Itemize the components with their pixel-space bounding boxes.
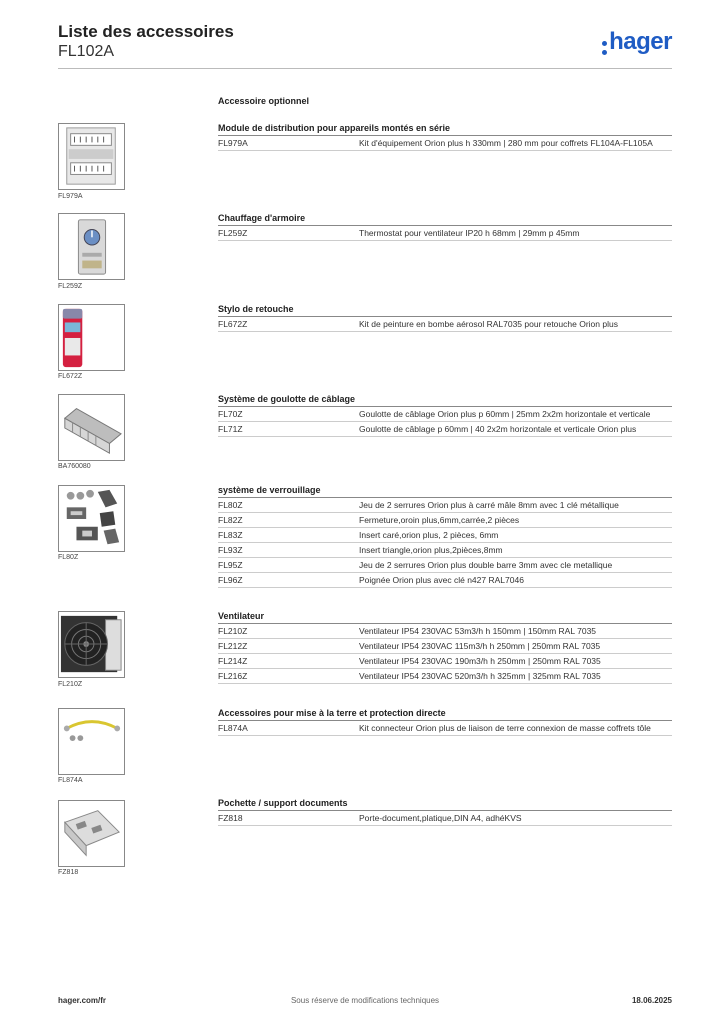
group-distribution-module: Module de distribution pour appareils mo… — [218, 123, 672, 151]
thumb-caption: FL672Z — [58, 373, 83, 380]
article-description: Kit de peinture en bombe aérosol RAL7035… — [359, 319, 618, 329]
thumb-caption: FZ818 — [58, 869, 79, 876]
footer-date: 18.06.2025 — [631, 996, 672, 1005]
table-row: FL96Z Poignée Orion plus avec clé n427 RA… — [218, 573, 672, 588]
table-row: FL80Z Jeu de 2 serrures Orion plus à carr… — [218, 498, 672, 513]
group-cable-duct: Système de goulotte de câblage FL70Z Goul… — [218, 394, 672, 437]
group-title: Module de distribution pour appareils mo… — [218, 123, 672, 136]
thumb-caption: FL979A — [58, 193, 83, 200]
table-row: FL210Z Ventilateur IP54 230VAC 53m3/h h 1… — [218, 624, 672, 639]
article-code: FL672Z — [218, 319, 248, 329]
page-title: Liste des accessoires — [58, 22, 234, 41]
thumb-caption: FL80Z — [58, 554, 79, 561]
article-description: Ventilateur IP54 230VAC 520m3/h h 325mm … — [359, 671, 601, 681]
article-description: Goulotte de câblage Orion plus p 60mm | … — [359, 409, 651, 419]
footer-disclaimer: Sous réserve de modifications techniques — [290, 996, 440, 1005]
article-code: FL212Z — [218, 641, 248, 651]
table-row: FL70Z Goulotte de câblage Orion plus p 60… — [218, 407, 672, 422]
table-row: FL93Z Insert triangle,orion plus,2pièces,… — [218, 543, 672, 558]
table-row: FL874A Kit connecteur Orion plus de liais… — [218, 721, 672, 736]
distribution-module-image — [58, 123, 125, 190]
document-holder-image — [58, 800, 125, 867]
article-code: FL82Z — [218, 515, 243, 525]
article-code: FL96Z — [218, 575, 243, 585]
article-description: Kit connecteur Orion plus de liaison de … — [359, 723, 651, 733]
article-code: FL979A — [218, 138, 248, 148]
page-header: Liste des accessoires FL102A hager — [58, 22, 672, 70]
article-code: FZ818 — [218, 813, 243, 823]
article-code: FL874A — [218, 723, 248, 733]
article-description: Kit d'équipement Orion plus h 330mm | 28… — [359, 138, 653, 148]
group-cabinet-heating: Chauffage d'armoire FL259Z Thermostat pou… — [218, 213, 672, 241]
footer-website: hager.com/fr — [58, 996, 107, 1005]
article-description: Ventilateur IP54 230VAC 190m3/h h 250mm … — [359, 656, 601, 666]
hager-logo: hager — [602, 28, 672, 56]
table-row: FZ818 Porte-document,platique,DIN A4, adh… — [218, 811, 672, 826]
article-code: FL83Z — [218, 530, 243, 540]
touch-up-spray-image — [58, 304, 125, 371]
thumb-caption: FL874A — [58, 777, 83, 784]
table-row: FL214Z Ventilateur IP54 230VAC 190m3/h h … — [218, 654, 672, 669]
article-description: Insert caré,orion plus, 2 pièces, 6mm — [359, 530, 499, 540]
article-description: Fermeture,oroin plus,6mm,carrée,2 pièces — [359, 515, 520, 525]
group-title: Ventilateur — [218, 611, 672, 624]
article-description: Jeu de 2 serrures Orion plus à carré mâl… — [359, 500, 619, 510]
article-description: Poignée Orion plus avec clé n427 RAL7046 — [359, 575, 524, 585]
article-code: FL216Z — [218, 671, 248, 681]
article-description: Insert triangle,orion plus,2pièces,8mm — [359, 545, 503, 555]
table-row: FL259Z Thermostat pour ventilateur IP20 h… — [218, 226, 672, 241]
cable-duct-image — [58, 394, 125, 461]
article-code: FL259Z — [218, 228, 248, 238]
table-row: FL95Z Jeu de 2 serrures Orion plus double… — [218, 558, 672, 573]
article-code: FL71Z — [218, 424, 243, 434]
article-code: FL95Z — [218, 560, 243, 570]
logo-dots-icon — [602, 41, 608, 55]
thumb-caption: FL210Z — [58, 681, 83, 688]
group-title: système de verrouillage — [218, 485, 672, 498]
locking-system-image — [58, 485, 125, 552]
thumb-caption: BA760080 — [58, 463, 91, 470]
article-code: FL214Z — [218, 656, 248, 666]
article-code: FL210Z — [218, 626, 248, 636]
thermostat-image — [58, 213, 125, 280]
table-row: FL212Z Ventilateur IP54 230VAC 115m3/h h … — [218, 639, 672, 654]
article-description: Ventilateur IP54 230VAC 53m3/h h 150mm |… — [359, 626, 597, 636]
article-code: FL93Z — [218, 545, 243, 555]
article-description: Porte-document,platique,DIN A4, adhéKVS — [359, 813, 522, 823]
table-row: FL672Z Kit de peinture en bombe aérosol R… — [218, 317, 672, 332]
article-description: Goulotte de câblage p 60mm | 40 2x2m hor… — [359, 424, 637, 434]
article-description: Thermostat pour ventilateur IP20 h 68mm … — [359, 228, 580, 238]
group-title: Système de goulotte de câblage — [218, 394, 672, 407]
table-row: FL82Z Fermeture,oroin plus,6mm,carrée,2 p… — [218, 513, 672, 528]
page-subtitle: FL102A — [58, 43, 115, 60]
article-code: FL70Z — [218, 409, 243, 419]
group-title: Accessoires pour mise à la terre et prot… — [218, 708, 672, 721]
group-fan: Ventilateur FL210Z Ventilateur IP54 230VA… — [218, 611, 672, 684]
table-row: FL83Z Insert caré,orion plus, 2 pièces, 6… — [218, 528, 672, 543]
group-title: Stylo de retouche — [218, 304, 672, 317]
group-touch-up: Stylo de retouche FL672Z Kit de peinture … — [218, 304, 672, 332]
group-locking: système de verrouillage FL80Z Jeu de 2 se… — [218, 485, 672, 588]
group-title: Pochette / support documents — [218, 798, 672, 811]
table-row: FL979A Kit d'équipement Orion plus h 330m… — [218, 136, 672, 151]
group-earthing: Accessoires pour mise à la terre et prot… — [218, 708, 672, 736]
article-code: FL80Z — [218, 500, 243, 510]
thumb-caption: FL259Z — [58, 283, 83, 290]
table-row: FL216Z Ventilateur IP54 230VAC 520m3/h h … — [218, 669, 672, 684]
group-title: Chauffage d'armoire — [218, 213, 672, 226]
article-description: Ventilateur IP54 230VAC 115m3/h h 250mm … — [359, 641, 601, 651]
section-title: Accessoire optionnel — [218, 96, 310, 106]
table-row: FL71Z Goulotte de câblage p 60mm | 40 2x2… — [218, 422, 672, 437]
fan-image — [58, 611, 125, 678]
group-document-holder: Pochette / support documents FZ818 Porte-… — [218, 798, 672, 826]
header-divider — [58, 68, 672, 69]
earthing-kit-image — [58, 708, 125, 775]
article-description: Jeu de 2 serrures Orion plus double barr… — [359, 560, 613, 570]
